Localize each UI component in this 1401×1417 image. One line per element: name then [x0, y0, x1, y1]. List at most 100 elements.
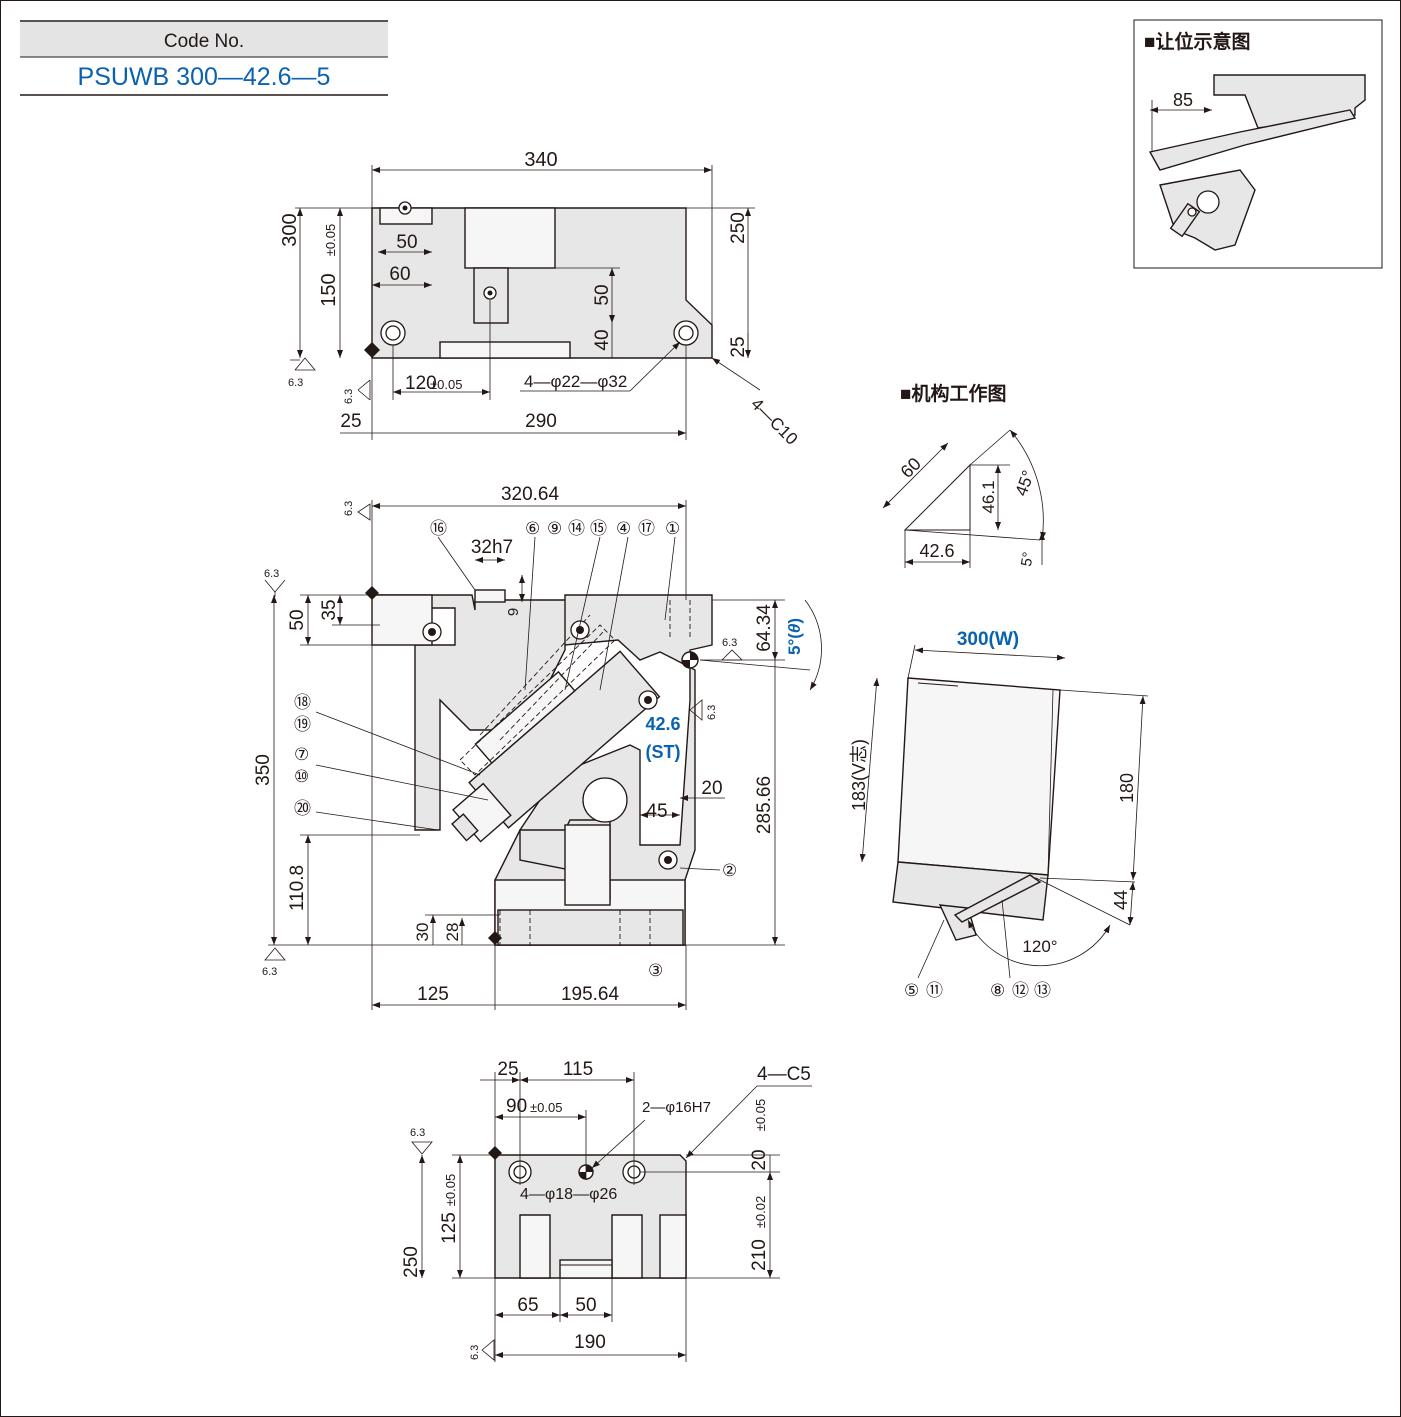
svg-text:③: ③: [648, 961, 663, 980]
svg-text:±0.05: ±0.05: [443, 1174, 458, 1206]
svg-text:25: 25: [497, 1059, 518, 1080]
svg-text:50: 50: [592, 284, 613, 305]
svg-text:250: 250: [728, 212, 749, 244]
svg-text:4—φ18—φ26: 4—φ18—φ26: [520, 1186, 617, 1203]
svg-text:90: 90: [506, 1096, 527, 1117]
svg-text:5°(θ): 5°(θ): [785, 618, 804, 655]
svg-text:⑪: ⑪: [926, 981, 943, 1000]
code-value: PSUWB 300—42.6—5: [78, 63, 331, 91]
code-header: Code No.: [164, 31, 244, 52]
svg-text:9: 9: [505, 608, 522, 616]
svg-text:250: 250: [401, 1246, 422, 1278]
svg-text:180: 180: [1117, 773, 1137, 803]
svg-text:②: ②: [722, 861, 737, 880]
svg-text:①: ①: [665, 519, 680, 538]
svg-text:20: 20: [701, 778, 722, 799]
svg-text:6.3: 6.3: [410, 1127, 425, 1139]
svg-text:45°: 45°: [1012, 468, 1039, 499]
svg-text:6.3: 6.3: [706, 705, 718, 720]
svg-text:5°: 5°: [1018, 551, 1037, 568]
svg-text:28: 28: [443, 923, 462, 942]
svg-text:±0.02: ±0.02: [753, 1196, 768, 1228]
svg-text:⑮: ⑮: [590, 519, 607, 538]
svg-text:120°: 120°: [1022, 937, 1057, 956]
svg-text:⑬: ⑬: [1034, 981, 1051, 1000]
svg-text:183(V志): 183(V志): [849, 739, 869, 811]
svg-text:42.6: 42.6: [645, 714, 680, 734]
svg-text:60: 60: [389, 264, 410, 285]
svg-text:64.34: 64.34: [754, 604, 775, 652]
svg-text:125: 125: [417, 984, 449, 1005]
svg-text:⑩: ⑩: [294, 767, 309, 786]
inset-title: ■让位示意图: [1144, 30, 1250, 53]
svg-text:120: 120: [405, 373, 437, 394]
svg-text:⑭: ⑭: [568, 519, 585, 538]
svg-text:25: 25: [728, 336, 749, 357]
svg-text:⑤: ⑤: [904, 981, 919, 1000]
svg-text:35: 35: [319, 599, 340, 620]
svg-text:42.6: 42.6: [919, 541, 954, 561]
code-number-box: Code No. PSUWB 300—42.6—5: [20, 20, 388, 96]
svg-text:195.64: 195.64: [561, 984, 620, 1005]
bottom-view: 25 115 90 ±0.05 2—φ16H7 4—C5 20 ±0.05 21…: [401, 1059, 812, 1362]
svg-text:⑱: ⑱: [294, 693, 311, 712]
svg-text:⑯: ⑯: [430, 519, 447, 538]
mechanism-diagram: ■机构工作图 60 46.1 45° 42.6 5°: [882, 382, 1047, 568]
svg-text:40: 40: [592, 329, 613, 350]
svg-text:6.3: 6.3: [469, 1345, 481, 1360]
svg-text:350: 350: [253, 754, 274, 786]
svg-text:4—C5: 4—C5: [757, 1064, 811, 1085]
svg-text:340: 340: [524, 149, 557, 171]
svg-text:6.3: 6.3: [343, 501, 355, 516]
svg-text:⑧: ⑧: [990, 981, 1005, 1000]
svg-text:30: 30: [413, 923, 432, 942]
svg-text:(ST): (ST): [646, 742, 681, 762]
svg-text:32h7: 32h7: [471, 537, 513, 558]
svg-text:20: 20: [749, 1149, 770, 1170]
svg-text:115: 115: [563, 1059, 593, 1080]
svg-text:110.8: 110.8: [287, 865, 308, 911]
svg-text:46.1: 46.1: [979, 480, 998, 513]
svg-text:65: 65: [517, 1295, 538, 1316]
clearance-inset: ■让位示意图 85: [1133, 19, 1383, 269]
svg-text:50: 50: [287, 609, 308, 630]
svg-text:150: 150: [318, 273, 340, 306]
svg-text:85: 85: [1173, 90, 1193, 110]
svg-text:⑨: ⑨: [547, 519, 562, 538]
svg-text:210: 210: [749, 1239, 770, 1271]
svg-text:60: 60: [897, 454, 925, 482]
svg-text:6.3: 6.3: [262, 966, 277, 978]
side-view: 300(W) 183(V志) 180 44 120° ⑤ ⑪ ⑧ ⑫ ⑬: [849, 629, 1149, 1000]
svg-text:300: 300: [279, 213, 301, 246]
svg-text:⑦: ⑦: [294, 745, 309, 764]
svg-text:±0.05: ±0.05: [323, 224, 338, 256]
svg-text:6.3: 6.3: [722, 637, 737, 649]
svg-text:45: 45: [646, 801, 667, 822]
svg-text:⑫: ⑫: [1012, 981, 1029, 1000]
svg-text:4—φ22—φ32: 4—φ22—φ32: [524, 372, 627, 391]
svg-text:50: 50: [396, 232, 417, 253]
svg-text:2—φ16H7: 2—φ16H7: [642, 1099, 711, 1116]
svg-text:⑰: ⑰: [638, 519, 655, 538]
svg-text:125: 125: [439, 1212, 460, 1244]
svg-text:±0.05: ±0.05: [430, 377, 462, 392]
svg-text:320.64: 320.64: [501, 484, 560, 505]
svg-text:300(W): 300(W): [957, 629, 1019, 650]
svg-text:190: 190: [574, 1332, 606, 1353]
svg-text:44: 44: [1111, 890, 1131, 910]
svg-text:25: 25: [340, 411, 361, 432]
svg-text:±0.05: ±0.05: [753, 1099, 768, 1131]
mechanism-title: ■机构工作图: [900, 382, 1006, 405]
svg-text:50: 50: [575, 1295, 596, 1316]
front-view: 320.64 32h7 9 50 35 350 110.8 30 28 125 …: [253, 484, 822, 1010]
svg-text:290: 290: [525, 411, 557, 432]
svg-text:⑲: ⑲: [294, 715, 311, 734]
svg-text:④: ④: [616, 519, 631, 538]
top-view: 340 300 150 ±0.05 50 60 250 50 40 25 120…: [279, 149, 801, 449]
svg-text:⑥: ⑥: [525, 519, 540, 538]
svg-text:4—C10: 4—C10: [747, 394, 801, 448]
svg-text:6.3: 6.3: [288, 377, 303, 389]
svg-text:285.66: 285.66: [754, 776, 775, 834]
